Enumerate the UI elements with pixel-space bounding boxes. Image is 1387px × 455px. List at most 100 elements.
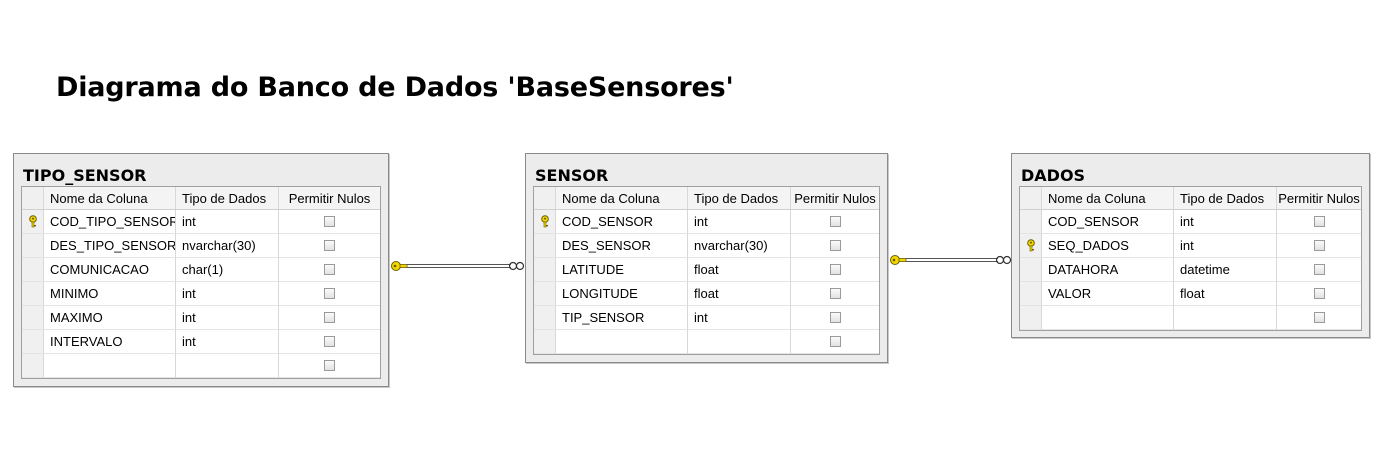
row-selector[interactable] (534, 282, 556, 306)
allow-nulls-checkbox[interactable] (324, 288, 335, 299)
table-row[interactable] (22, 354, 380, 378)
column-name-cell[interactable]: VALOR (1042, 282, 1174, 306)
column-name-cell[interactable]: LONGITUDE (556, 282, 688, 306)
allow-nulls-checkbox[interactable] (324, 240, 335, 251)
data-type-cell[interactable]: nvarchar(30) (688, 234, 791, 258)
data-type-cell[interactable]: int (176, 306, 279, 330)
column-name-cell[interactable] (556, 330, 688, 354)
data-type-cell[interactable]: int (1174, 234, 1277, 258)
data-type-cell[interactable]: float (688, 282, 791, 306)
column-name-cell[interactable]: MAXIMO (44, 306, 176, 330)
row-selector-header (534, 187, 556, 209)
row-selector[interactable] (22, 210, 44, 234)
row-selector[interactable] (22, 330, 44, 354)
allow-nulls-checkbox[interactable] (829, 216, 841, 227)
row-selector[interactable] (534, 306, 556, 330)
table-row[interactable] (1020, 306, 1361, 330)
column-name-cell[interactable] (44, 354, 176, 378)
row-selector[interactable] (534, 234, 556, 258)
allow-nulls-checkbox[interactable] (829, 264, 841, 275)
data-type-cell[interactable]: char(1) (176, 258, 279, 282)
allow-nulls-checkbox[interactable] (1313, 264, 1325, 275)
data-type-cell[interactable] (176, 354, 279, 378)
allow-nulls-checkbox[interactable] (829, 288, 841, 299)
column-name-cell[interactable] (1042, 306, 1174, 330)
column-name-cell[interactable]: DES_SENSOR (556, 234, 688, 258)
data-type-cell[interactable]: float (1174, 282, 1277, 306)
data-type-cell[interactable]: int (688, 210, 791, 234)
data-type-cell[interactable]: int (176, 210, 279, 234)
data-type-cell[interactable]: float (688, 258, 791, 282)
column-name-cell[interactable]: INTERVALO (44, 330, 176, 354)
allow-nulls-checkbox[interactable] (324, 336, 335, 347)
data-type-cell[interactable]: datetime (1174, 258, 1277, 282)
data-type-cell[interactable]: int (1174, 210, 1277, 234)
row-selector[interactable] (534, 330, 556, 354)
column-name-cell[interactable]: COD_SENSOR (1042, 210, 1174, 234)
column-name-cell[interactable]: DATAHORA (1042, 258, 1174, 282)
data-type-cell[interactable]: int (176, 330, 279, 354)
allow-nulls-checkbox[interactable] (829, 336, 841, 347)
header-allow-nulls: Permitir Nulos (794, 190, 876, 206)
row-selector[interactable] (534, 258, 556, 282)
allow-nulls-checkbox[interactable] (829, 240, 841, 251)
row-selector[interactable] (22, 354, 44, 378)
table-row[interactable] (534, 330, 879, 354)
row-selector[interactable] (1020, 258, 1042, 282)
row-selector[interactable] (22, 306, 44, 330)
row-selector[interactable] (22, 234, 44, 258)
row-selector[interactable] (1020, 306, 1042, 330)
table-title: SENSOR (535, 166, 609, 185)
data-type-cell[interactable]: int (176, 282, 279, 306)
allow-nulls-checkbox[interactable] (324, 312, 335, 323)
data-type-cell[interactable] (688, 330, 791, 354)
row-selector[interactable] (22, 282, 44, 306)
column-name-cell[interactable]: COMUNICACAO (44, 258, 176, 282)
data-type-cell[interactable]: int (688, 306, 791, 330)
allow-nulls-checkbox[interactable] (324, 264, 335, 275)
column-name-cell[interactable]: MINIMO (44, 282, 176, 306)
column-name-cell[interactable]: SEQ_DADOS (1042, 234, 1174, 258)
row-selector[interactable] (1020, 234, 1042, 258)
row-selector[interactable] (534, 210, 556, 234)
allow-nulls-checkbox[interactable] (1313, 312, 1325, 323)
column-name-cell[interactable]: COD_SENSOR (556, 210, 688, 234)
row-selector[interactable] (1020, 282, 1042, 306)
allow-nulls-checkbox[interactable] (1313, 240, 1325, 251)
allow-nulls-checkbox[interactable] (1313, 216, 1325, 227)
header-column-name: Nome da Coluna (556, 187, 688, 209)
relationship-connector[interactable] (389, 258, 525, 274)
column-name-cell[interactable]: DES_TIPO_SENSOR (44, 234, 176, 258)
allow-nulls-checkbox[interactable] (324, 216, 335, 227)
relationship-connector[interactable] (888, 252, 1012, 268)
header-column-name: Nome da Coluna (44, 187, 176, 209)
row-selector[interactable] (22, 258, 44, 282)
column-name-cell[interactable]: TIP_SENSOR (556, 306, 688, 330)
column-name-cell[interactable]: COD_TIPO_SENSOR (44, 210, 176, 234)
row-selector[interactable] (1020, 210, 1042, 234)
allow-nulls-checkbox[interactable] (324, 360, 335, 371)
data-type-cell[interactable] (1174, 306, 1277, 330)
allow-nulls-checkbox[interactable] (829, 312, 841, 323)
allow-nulls-checkbox[interactable] (1313, 288, 1325, 299)
column-name-cell[interactable]: LATITUDE (556, 258, 688, 282)
data-type-cell[interactable]: nvarchar(30) (176, 234, 279, 258)
